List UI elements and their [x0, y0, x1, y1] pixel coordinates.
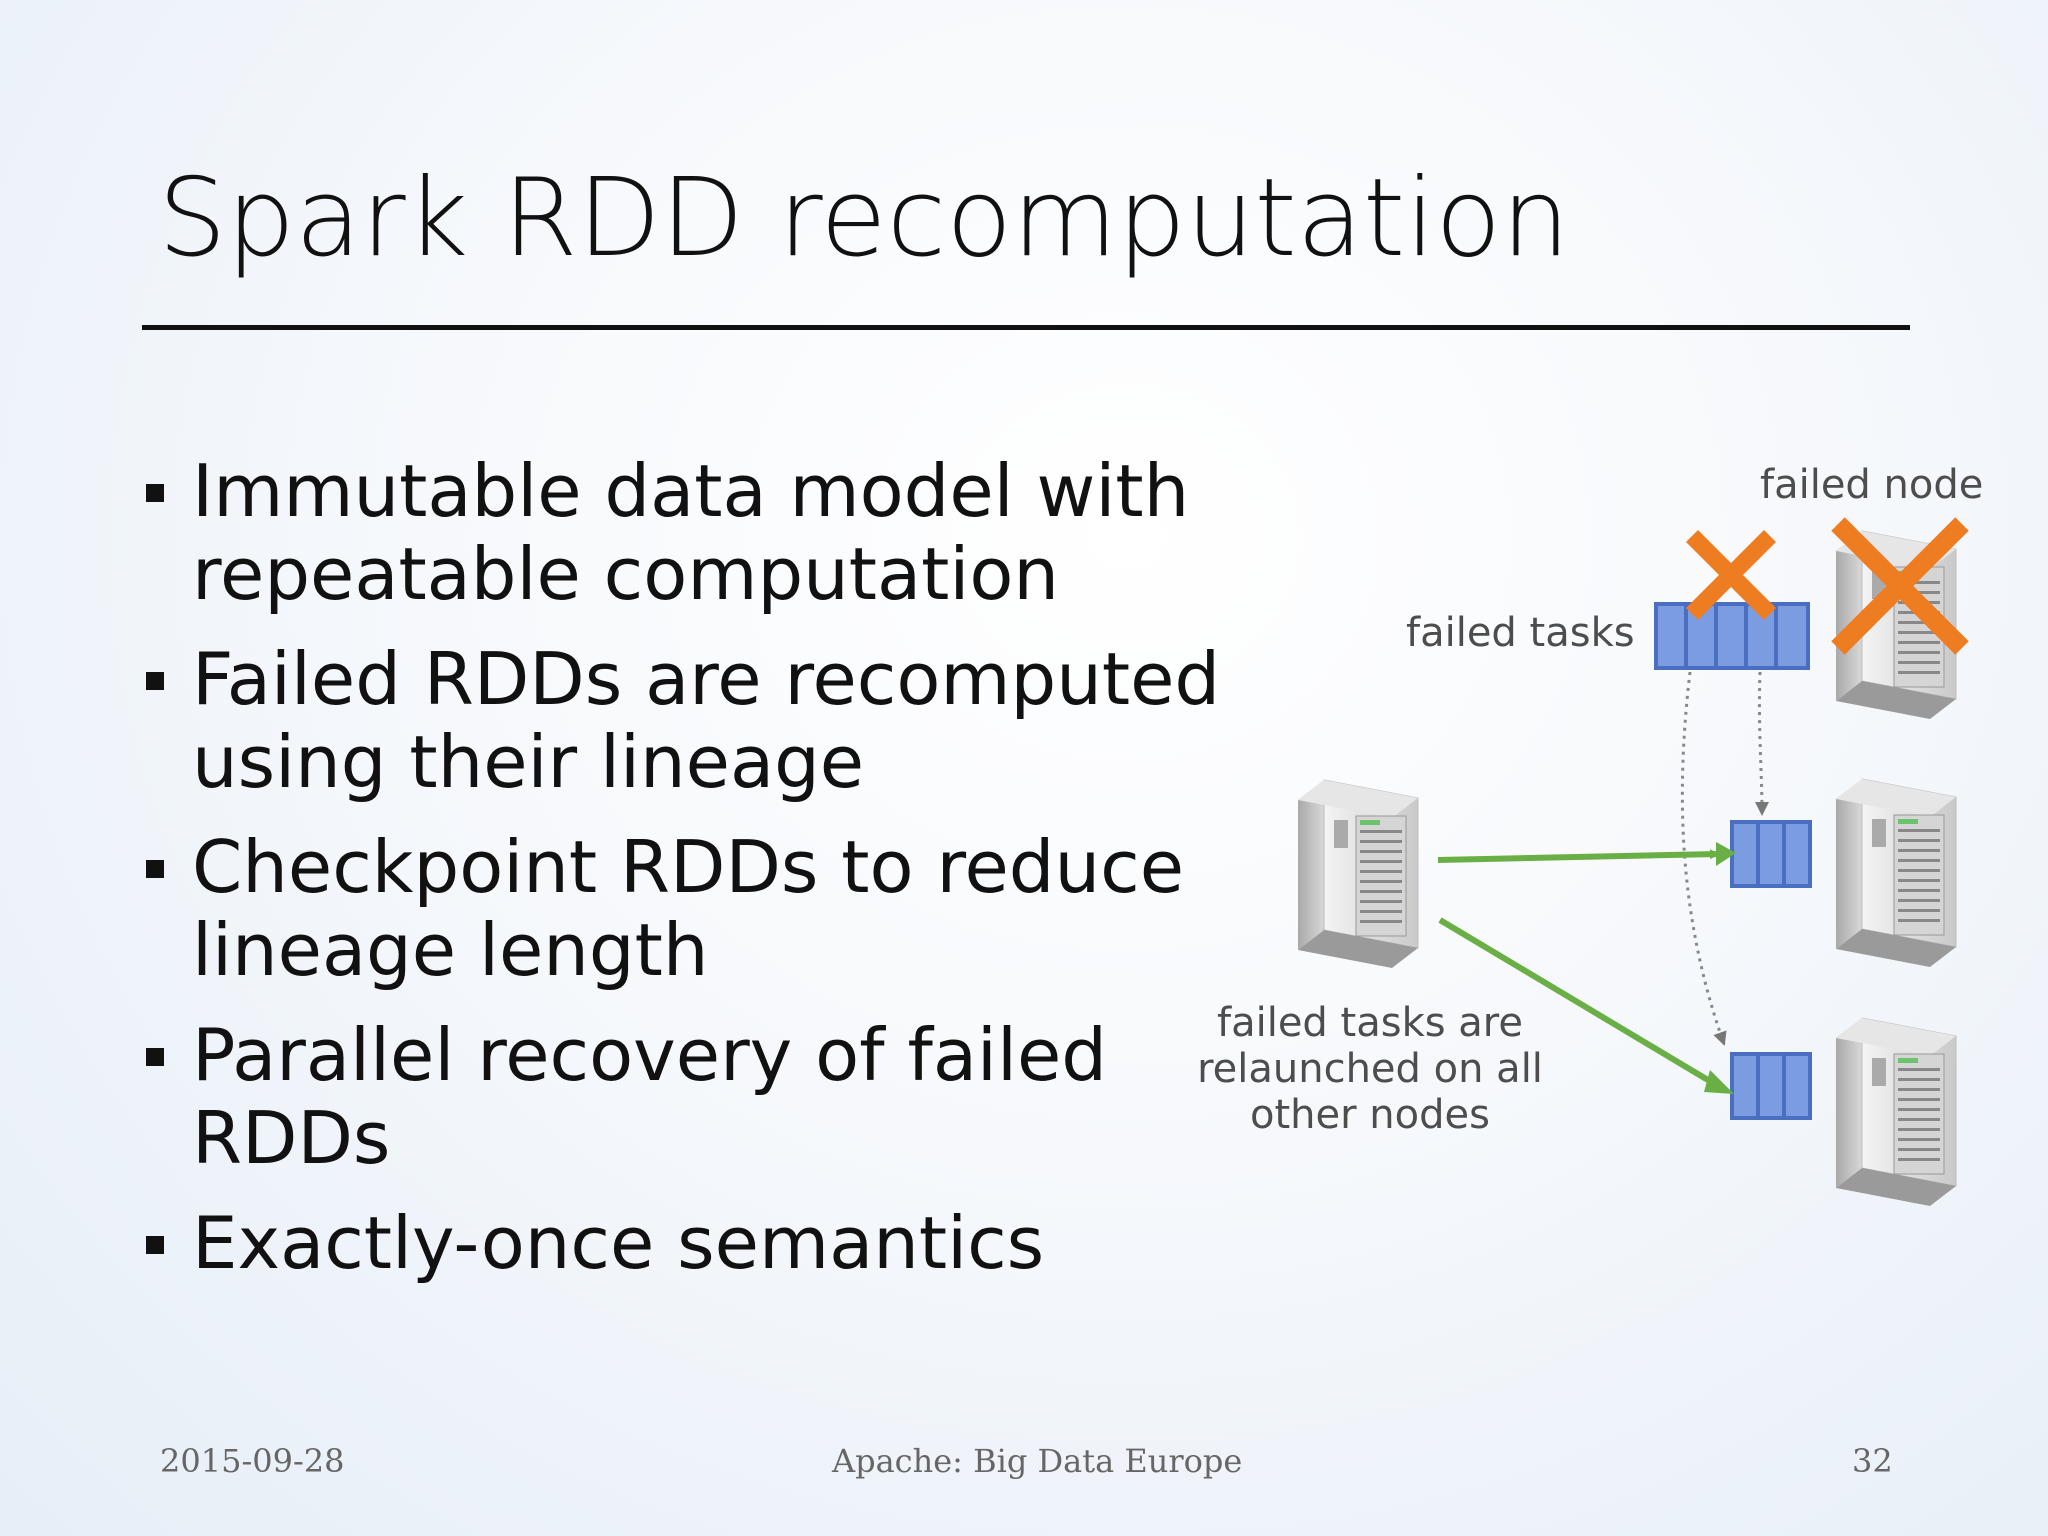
bullet-item: Checkpoint RDDs to reduce lineage length	[146, 826, 1236, 992]
failed-task-blocks	[1654, 602, 1810, 670]
relaunch-label-line: failed tasks are	[1217, 1000, 1523, 1046]
slide-title: Spark RDD recomputation	[158, 156, 1570, 281]
footer-event: Apache: Big Data Europe	[832, 1442, 1243, 1480]
task-blocks	[1730, 1052, 1812, 1120]
server-icon	[1835, 778, 1957, 968]
failed-tasks-x-icon	[1685, 529, 1777, 621]
task-blocks	[1730, 820, 1812, 888]
green-arrow	[1438, 917, 1720, 1089]
bullet-marker-icon	[146, 484, 164, 502]
footer-date: 2015-09-28	[160, 1442, 345, 1480]
title-divider	[142, 325, 1910, 330]
relaunch-label: failed tasks are relaunched on all other…	[1160, 1000, 1580, 1138]
bullet-text: Failed RDDs are recomputed using their l…	[192, 637, 1221, 804]
failed-tasks-label: failed tasks	[1406, 610, 1635, 656]
failed-node-label: failed node	[1760, 462, 1984, 508]
bullet-marker-icon	[146, 860, 164, 878]
relaunch-label-line: relaunched on all	[1197, 1046, 1543, 1092]
server-icon	[1835, 1017, 1957, 1207]
bullet-item: Exactly-once semantics	[146, 1202, 1236, 1285]
relaunch-arrow	[1754, 671, 1769, 816]
relaunch-label-line: other nodes	[1250, 1092, 1490, 1138]
source-server-icon	[1297, 779, 1419, 969]
bullet-text: Exactly-once semantics	[192, 1201, 1045, 1285]
recovery-diagram: failed node failed tasks failed tasks ar…	[1180, 440, 2000, 1220]
bullet-item: Parallel recovery of failed RDDs	[146, 1014, 1236, 1180]
bullet-list: Immutable data model with repeatable com…	[146, 450, 1236, 1307]
footer-page-number: 32	[1852, 1442, 1893, 1480]
bullet-text: Checkpoint RDDs to reduce lineage length	[192, 825, 1185, 992]
bullet-item: Immutable data model with repeatable com…	[146, 450, 1236, 616]
bullet-item: Failed RDDs are recomputed using their l…	[146, 638, 1236, 804]
green-arrow	[1437, 849, 1720, 863]
bullet-marker-icon	[146, 672, 164, 690]
diagram-graphics	[1297, 517, 1969, 1207]
bullet-marker-icon	[146, 1048, 164, 1066]
bullet-text: Immutable data model with repeatable com…	[192, 449, 1190, 616]
failed-node-x-icon	[1831, 517, 1969, 655]
bullet-marker-icon	[146, 1236, 164, 1254]
bullet-text: Parallel recovery of failed RDDs	[192, 1013, 1107, 1180]
